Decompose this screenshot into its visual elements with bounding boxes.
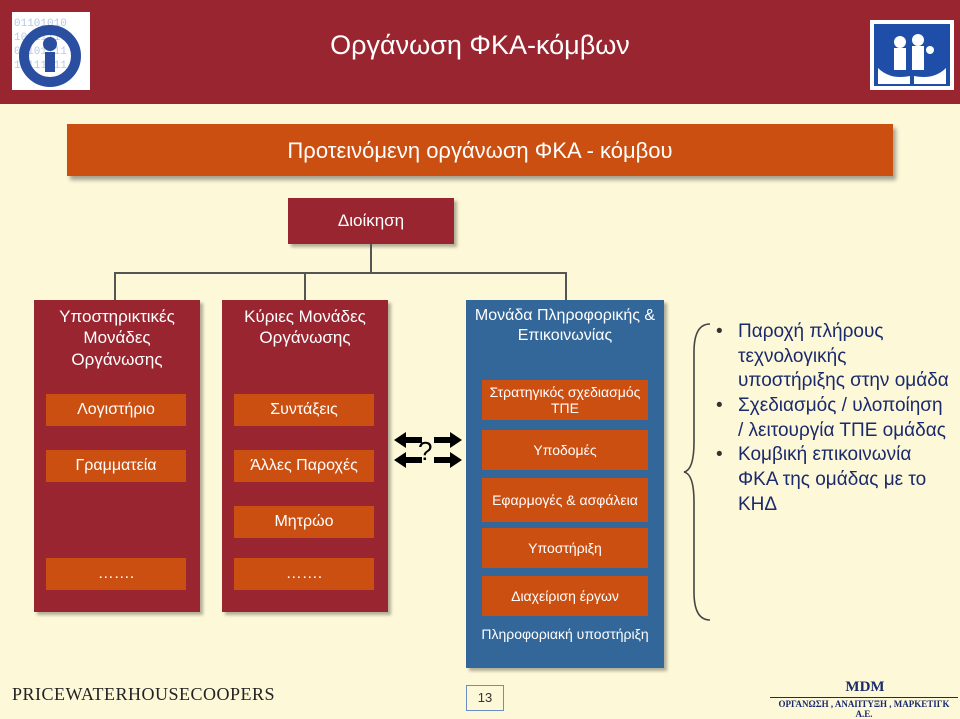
unit-registry: Μητρώο	[234, 506, 374, 538]
mdm-logo: MDM	[845, 679, 885, 695]
connector-col1	[114, 272, 116, 300]
unit-accounting: Λογιστήριο	[46, 394, 186, 426]
bullet-item: Κομβική επικοινωνία ΦΚΑ της ομάδας με το…	[712, 443, 952, 517]
unit-support: Υποστήριξη	[482, 528, 648, 568]
main-units-box: Κύριες Μονάδες Οργάνωσης Συντάξεις Άλλες…	[222, 300, 388, 612]
bidirectional-arrows-icon	[394, 432, 462, 468]
bullet-list: Παροχή πλήρους τεχνολογικής υποστήριξης …	[712, 320, 952, 518]
unit-information-support: Πληροφοριακή υποστήριξη	[481, 626, 649, 642]
it-unit-title: Μονάδα Πληροφορικής & Επικοινωνίας	[474, 307, 656, 344]
hands-family-logo-icon	[870, 20, 954, 90]
subtitle-bar: Προτεινόμενη οργάνωση ΦΚΑ - κόμβου	[67, 124, 893, 176]
it-unit-box: Μονάδα Πληροφορικής & Επικοινωνίας Στρατ…	[466, 300, 664, 668]
root-label: Διοίκηση	[337, 211, 405, 230]
subtitle: Προτεινόμενη οργάνωση ΦΚΑ - κόμβου	[287, 138, 673, 163]
bullet-item: Σχεδιασμός / υλοποίηση / λειτουργία ΤΠΕ …	[712, 394, 952, 443]
main-units-title: Κύριες Μονάδες Οργάνωσης	[244, 307, 366, 348]
binary-logo-icon: 01101010 10111110 01101111 10111011	[12, 12, 90, 90]
connector-horizontal	[114, 272, 566, 274]
unit-more-main: …….	[234, 558, 374, 590]
bullet-item: Παροχή πλήρους τεχνολογικής υποστήριξης …	[712, 320, 952, 394]
support-units-box: Υποστηρικτικές Μονάδες Οργάνωσης Λογιστή…	[34, 300, 200, 612]
pwc-logo: PRICEWATERHOUSECOOPERS	[12, 684, 276, 704]
unit-applications-security: Εφαρμογές & ασφάλεια	[482, 478, 648, 522]
curly-brace-icon	[683, 323, 711, 621]
root-box: Διοίκηση	[288, 198, 454, 244]
connector-col3	[565, 272, 567, 300]
unit-it-strategy: Στρατηγικός σχεδιασμός ΤΠΕ	[482, 380, 648, 420]
page-number: 13	[466, 685, 504, 711]
unit-infrastructure: Υποδομές	[482, 430, 648, 470]
connector-root-down	[370, 244, 372, 272]
unit-other-benefits: Άλλες Παροχές	[234, 450, 374, 482]
support-units-title: Υποστηρικτικές Μονάδες Οργάνωσης	[59, 307, 175, 369]
connector-col2	[304, 272, 306, 300]
unit-pensions: Συντάξεις	[234, 394, 374, 426]
unit-secretariat: Γραμματεία	[46, 450, 186, 482]
connector-question-mark: ?	[418, 436, 433, 466]
unit-more-support: …….	[46, 558, 186, 590]
page-title: Οργάνωση ΦΚΑ-κόμβων	[330, 30, 630, 60]
unit-project-management: Διαχείριση έργων	[482, 576, 648, 616]
mdm-subtitle: ΟΡΓΑΝΩΣΗ , ΑΝΑΠΤΥΞΗ , ΜΑΡΚΕΤΙΓΚ Α.Ε.	[770, 697, 958, 719]
header-bar	[0, 0, 960, 104]
